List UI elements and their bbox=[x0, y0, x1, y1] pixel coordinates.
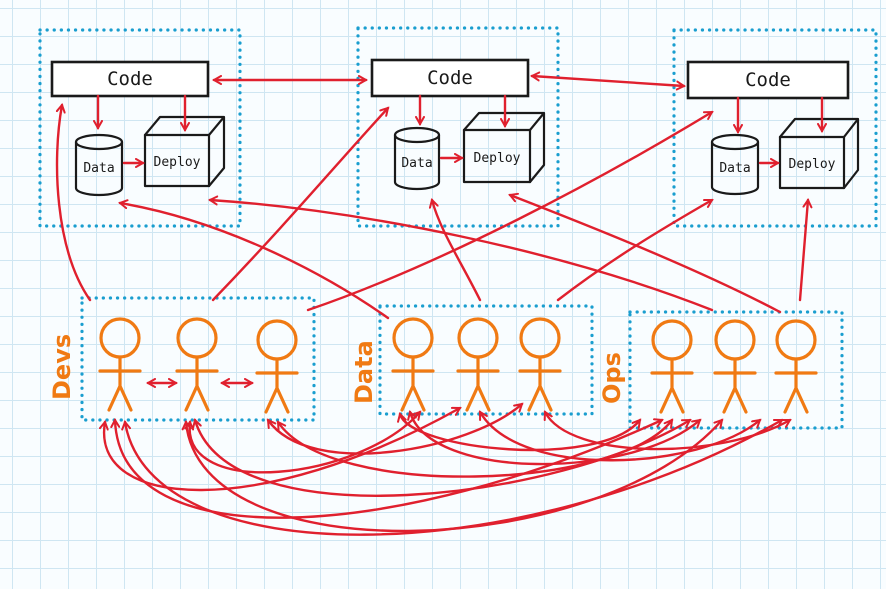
system-2-outline bbox=[356, 26, 560, 228]
person-icon bbox=[774, 319, 818, 414]
team-data-label: Data bbox=[350, 340, 378, 404]
connection-arrow bbox=[211, 108, 388, 302]
person-icon bbox=[255, 319, 299, 414]
person-icon bbox=[650, 319, 694, 414]
team-devs-label: Devs bbox=[48, 334, 76, 400]
connection-arrow bbox=[276, 420, 672, 478]
connection-arrow bbox=[120, 203, 390, 320]
system-2-deploy-label: Deploy bbox=[474, 151, 521, 166]
connections bbox=[57, 76, 822, 536]
connection-arrow bbox=[410, 412, 700, 466]
team-ops-label: Ops bbox=[598, 352, 626, 404]
system-2-data-store-icon bbox=[393, 126, 441, 191]
system-2-deploy-cube-icon bbox=[462, 111, 546, 184]
system-1-data-label: Data bbox=[83, 161, 114, 176]
system-2-code-label: Code bbox=[427, 67, 473, 89]
connection-arrow bbox=[478, 412, 760, 462]
people bbox=[98, 317, 818, 414]
connection-arrow bbox=[195, 420, 690, 497]
system-3-data-label: Data bbox=[719, 161, 750, 176]
connection-arrow bbox=[186, 420, 722, 533]
system-3-code-label: Code bbox=[745, 69, 791, 91]
system-3-deploy-cube-icon bbox=[778, 117, 860, 190]
connection-arrow bbox=[556, 198, 712, 302]
person-icon bbox=[518, 317, 562, 412]
connection-arrow bbox=[57, 105, 92, 302]
connection-arrow bbox=[190, 412, 420, 474]
system-1-code-box bbox=[50, 60, 210, 98]
connection-arrow bbox=[210, 200, 714, 312]
system-3-outline bbox=[672, 28, 878, 228]
connection-arrow bbox=[532, 76, 684, 86]
system-3: Code Data Deploy bbox=[672, 28, 878, 228]
system-1: Code Data Deploy bbox=[38, 28, 242, 228]
system-3-data-store-icon bbox=[710, 133, 760, 196]
connection-arrow bbox=[306, 110, 712, 312]
person-icon bbox=[456, 317, 500, 412]
system-1-code-label: Code bbox=[107, 68, 153, 90]
connection-arrow bbox=[432, 200, 482, 302]
person-icon bbox=[175, 317, 219, 412]
system-3-code-box bbox=[686, 60, 850, 100]
system-1-deploy-label: Deploy bbox=[154, 155, 201, 170]
system-1-outline bbox=[38, 28, 242, 228]
system-2: Code Data Deploy bbox=[356, 26, 560, 228]
system-3-deploy-label: Deploy bbox=[789, 157, 836, 172]
person-icon bbox=[391, 317, 435, 412]
connection-arrow bbox=[545, 412, 790, 451]
connection-arrow bbox=[400, 414, 640, 452]
system-2-data-label: Data bbox=[401, 156, 432, 171]
connection-arrow bbox=[125, 418, 782, 536]
system-2-code-box bbox=[370, 58, 530, 98]
person-icon bbox=[713, 319, 757, 414]
connection-arrow bbox=[798, 200, 808, 302]
person-icon bbox=[98, 317, 142, 412]
system-1-deploy-cube-icon bbox=[143, 115, 226, 188]
connection-arrow bbox=[510, 195, 782, 314]
connection-arrow bbox=[104, 406, 460, 492]
system-1-data-store-icon bbox=[74, 133, 124, 197]
